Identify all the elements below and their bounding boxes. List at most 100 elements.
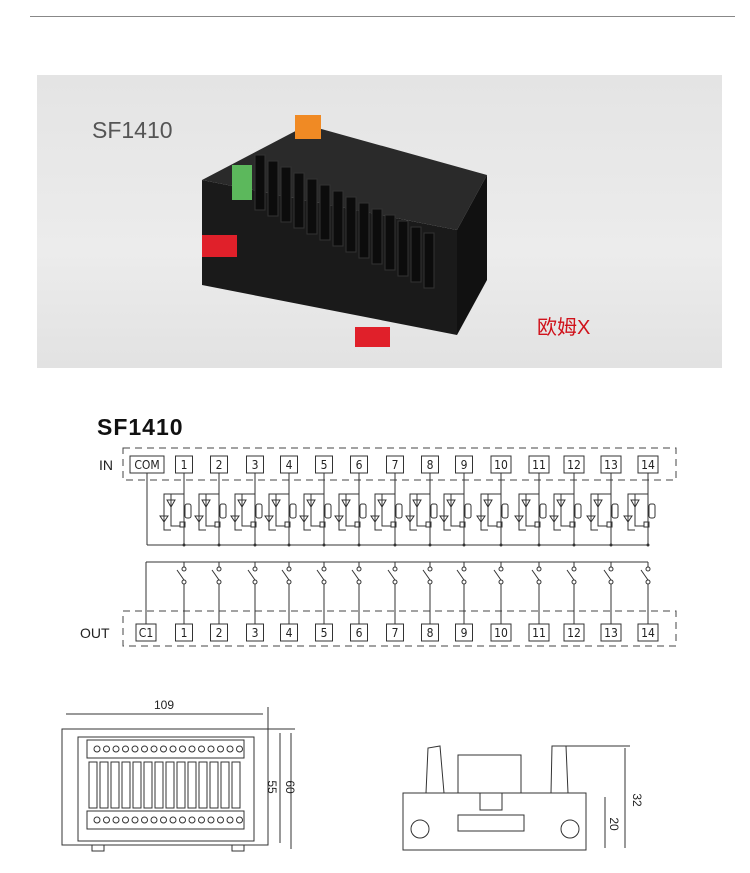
out-terminal-12: 12 <box>567 626 581 640</box>
in-terminal-8: 8 <box>427 458 434 472</box>
relay-channel-10 <box>476 473 509 624</box>
in-terminal-9: 9 <box>461 458 468 472</box>
relay <box>280 166 292 223</box>
out-terminal-8: 8 <box>427 626 434 640</box>
relay-outline <box>143 761 153 809</box>
led-icon <box>341 499 351 509</box>
out-terminal-1: 1 <box>181 626 188 640</box>
diode-icon <box>476 515 486 523</box>
screw-icon <box>410 819 430 839</box>
relay <box>371 208 383 265</box>
relay-outline <box>220 761 230 809</box>
coil-icon <box>395 503 403 519</box>
switch-icon <box>211 569 220 581</box>
relay-outline <box>231 761 241 809</box>
in-terminal-14: 14 <box>641 458 655 472</box>
in-terminal-10: 10 <box>494 458 508 472</box>
out-terminal-2: 2 <box>216 626 223 640</box>
relay-outline <box>88 761 98 809</box>
led-icon <box>166 499 176 509</box>
product-photo: SF1410 欧姆X <box>37 75 722 368</box>
schematic-title: SF1410 <box>97 414 184 440</box>
relay-channel-5 <box>299 473 332 624</box>
in-terminal-6: 6 <box>356 458 363 472</box>
switch-icon <box>640 569 649 581</box>
switch-icon <box>351 569 360 581</box>
out-terminal-group <box>122 610 677 647</box>
in-terminal-2: 2 <box>216 458 223 472</box>
diode-icon <box>514 515 524 523</box>
in-terminal-3: 3 <box>252 458 259 472</box>
relay <box>319 184 331 241</box>
switch-icon <box>316 569 325 581</box>
coil-icon <box>501 503 509 519</box>
relay-module-illustration <box>202 115 487 347</box>
relay <box>254 154 266 211</box>
screw-icon <box>560 819 580 839</box>
diode-icon <box>623 515 633 523</box>
relay-channel-2 <box>194 473 227 624</box>
relay-outline <box>99 761 109 809</box>
orange-terminal <box>295 115 321 139</box>
out-terminal-7: 7 <box>392 626 399 640</box>
in-terminal-12: 12 <box>567 458 581 472</box>
in-terminal-5: 5 <box>321 458 328 472</box>
in-terminal-4: 4 <box>286 458 293 472</box>
relay <box>410 226 422 283</box>
in-terminal-7: 7 <box>392 458 399 472</box>
relay-outline <box>187 761 197 809</box>
led-icon <box>556 499 566 509</box>
out-terminal-5: 5 <box>321 626 328 640</box>
coil-icon <box>289 503 297 519</box>
in-terminal-com: COM <box>134 458 159 472</box>
out-terminal-6: 6 <box>356 626 363 640</box>
diode-icon <box>334 515 344 523</box>
dim-32-label: 32 <box>630 793 644 807</box>
relay-channel-8 <box>405 473 438 624</box>
relay-channel-9 <box>439 473 472 624</box>
relay <box>397 220 409 277</box>
switch-icon <box>281 569 290 581</box>
led-icon <box>201 499 211 509</box>
top-terminal-block <box>86 739 245 759</box>
led-icon <box>306 499 316 509</box>
coil-icon <box>430 503 438 519</box>
led-icon <box>521 499 531 509</box>
dim-60-label: 60 <box>283 780 297 794</box>
in-terminal-11: 11 <box>532 458 546 472</box>
diode-icon <box>264 515 274 523</box>
switch-icon <box>176 569 185 581</box>
coil-icon <box>464 503 472 519</box>
relay-channel-14 <box>623 473 656 624</box>
out-terminal-14: 14 <box>641 626 655 640</box>
out-terminal-9: 9 <box>461 626 468 640</box>
coil-icon <box>219 503 227 519</box>
diode-icon <box>159 515 169 523</box>
out-terminal-4: 4 <box>286 626 293 640</box>
switch-icon <box>247 569 256 581</box>
diode-icon <box>194 515 204 523</box>
relay-outline <box>209 761 219 809</box>
led-icon <box>412 499 422 509</box>
relay-channel-7 <box>370 473 403 624</box>
photo-brand-label: 欧姆X <box>537 317 591 339</box>
out-terminal-11: 11 <box>532 626 546 640</box>
out-terminal-13: 13 <box>604 626 618 640</box>
relay <box>306 178 318 235</box>
diode-icon <box>405 515 415 523</box>
switch-icon <box>566 569 575 581</box>
out-terminal-3: 3 <box>252 626 259 640</box>
in-terminal-13: 13 <box>604 458 618 472</box>
relay <box>423 232 435 289</box>
din-clip-left <box>202 235 237 257</box>
dim-width-label: 109 <box>154 698 174 712</box>
switch-icon <box>422 569 431 581</box>
led-icon <box>630 499 640 509</box>
out-label: OUT <box>80 625 110 641</box>
coil-icon <box>255 503 263 519</box>
relay <box>358 202 370 259</box>
coil-icon <box>359 503 367 519</box>
relay-outline <box>154 761 164 809</box>
relay-channel-3 <box>230 473 263 624</box>
